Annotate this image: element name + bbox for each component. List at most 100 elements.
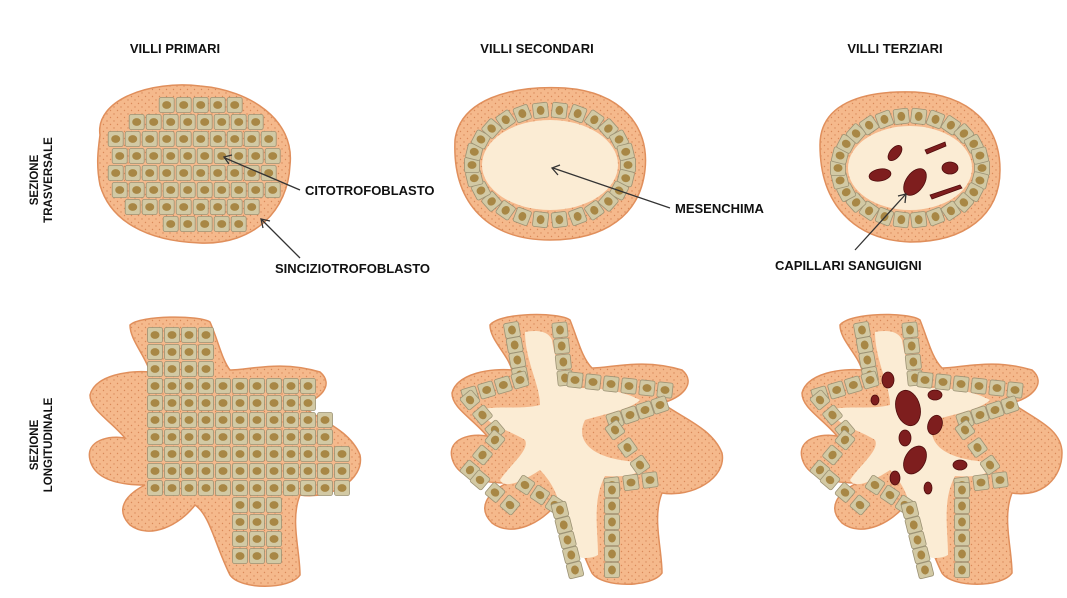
cell: [1007, 382, 1024, 399]
cell: [227, 98, 242, 113]
cell: [935, 374, 952, 391]
cell: [148, 328, 163, 343]
cell: [231, 115, 246, 130]
cell: [231, 217, 246, 232]
cell: [216, 464, 231, 479]
cell: [532, 211, 549, 228]
cell: [182, 447, 197, 462]
cell: [233, 430, 248, 445]
row-header-trasversale: SEZIONE TRASVERSALE: [29, 137, 55, 223]
cell: [250, 396, 265, 411]
cell: [129, 149, 144, 164]
cell: [193, 98, 208, 113]
capillary-shape: [924, 482, 932, 494]
cell: [971, 146, 989, 164]
cell: [301, 464, 316, 479]
cell: [193, 200, 208, 215]
cell: [210, 200, 225, 215]
cell: [182, 379, 197, 394]
cell: [267, 481, 282, 496]
cell: [165, 481, 180, 496]
cell: [165, 328, 180, 343]
cell: [182, 362, 197, 377]
terziari-longitudinale: [801, 315, 1062, 585]
cell: [148, 396, 163, 411]
cell: [197, 115, 212, 130]
cell: [182, 328, 197, 343]
capillary-shape: [890, 471, 900, 485]
cell: [992, 472, 1009, 489]
cell: [267, 447, 282, 462]
cell: [955, 515, 970, 530]
cell: [955, 563, 970, 578]
cell: [971, 378, 988, 395]
cell: [250, 532, 265, 547]
cell: [197, 217, 212, 232]
cell: [603, 376, 620, 393]
cell: [180, 183, 195, 198]
cell: [180, 115, 195, 130]
cell: [233, 447, 248, 462]
cell: [233, 481, 248, 496]
row-header-trasversale-line1: SEZIONE: [29, 154, 41, 205]
cell: [250, 498, 265, 513]
leader-sinciziotrofoblasto: [262, 220, 300, 258]
cell: [210, 166, 225, 181]
cell: [953, 376, 970, 393]
cell: [910, 108, 927, 125]
cell: [165, 464, 180, 479]
cell: [199, 481, 214, 496]
column-header-terziari: VILLI TERZIARI: [847, 41, 942, 56]
cell: [182, 345, 197, 360]
cell: [182, 430, 197, 445]
cell: [250, 481, 265, 496]
cell: [301, 481, 316, 496]
cell: [284, 464, 299, 479]
cell: [509, 351, 526, 368]
row-header-longitudinale-line1: SEZIONE: [29, 419, 41, 470]
cell: [318, 430, 333, 445]
cell: [199, 328, 214, 343]
cell: [214, 115, 229, 130]
cell: [193, 132, 208, 147]
cell: [176, 200, 191, 215]
cell: [301, 396, 316, 411]
cell: [199, 396, 214, 411]
capillary-shape: [942, 162, 958, 174]
cell: [261, 132, 276, 147]
cell: [617, 143, 635, 161]
cell: [553, 338, 569, 354]
cell: [233, 379, 248, 394]
cell: [165, 379, 180, 394]
cell: [284, 430, 299, 445]
cell: [244, 132, 259, 147]
cell: [199, 447, 214, 462]
cell: [250, 379, 265, 394]
cell: [301, 379, 316, 394]
cell: [605, 563, 620, 578]
cell: [148, 379, 163, 394]
cell: [318, 447, 333, 462]
cell: [605, 547, 620, 562]
cell: [216, 396, 231, 411]
cell: [199, 430, 214, 445]
cell: [233, 464, 248, 479]
cell: [248, 183, 263, 198]
cell: [955, 531, 970, 546]
cell: [159, 166, 174, 181]
cell: [605, 483, 620, 498]
cell: [335, 464, 350, 479]
terziari-trasversale-cells: [831, 108, 990, 228]
cell: [142, 132, 157, 147]
cell: [605, 515, 620, 530]
cell: [216, 413, 231, 428]
row-header-longitudinale: SEZIONE LONGITUDINALE: [29, 397, 55, 492]
cell: [227, 200, 242, 215]
cell: [214, 183, 229, 198]
cell: [233, 413, 248, 428]
secondari-trasversale-cells: [465, 102, 636, 228]
column-header-secondari: VILLI SECONDARI: [480, 41, 593, 56]
cell: [284, 413, 299, 428]
cell: [989, 380, 1006, 397]
